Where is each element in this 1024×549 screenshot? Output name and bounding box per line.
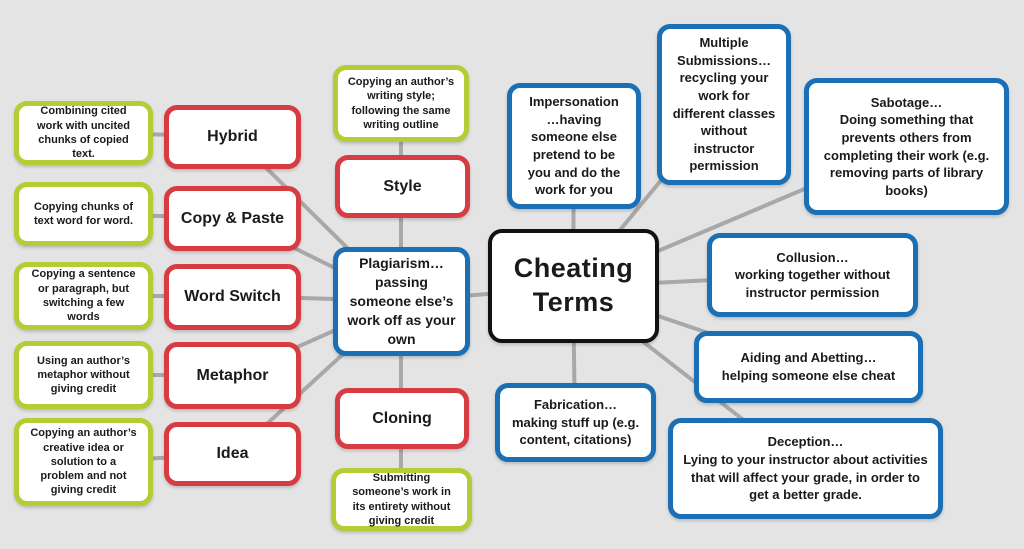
node-cheating-terms: Cheating Terms [488, 229, 659, 343]
term-style: Style [335, 155, 470, 218]
term-copy-paste: Copy & Paste [164, 186, 301, 251]
description-word-switch: Copying a sentence or paragraph, but swi… [14, 262, 153, 330]
node-aiding-and-abetting: Aiding and Abetting… helping someone els… [694, 331, 923, 403]
node-sabotage: Sabotage… Doing something that prevents … [804, 78, 1009, 215]
term-word-switch: Word Switch [164, 264, 301, 330]
term-idea: Idea [164, 422, 301, 486]
description-metaphor: Using an author’s metaphor without givin… [14, 341, 153, 409]
node-collusion: Collusion… working together without inst… [707, 233, 918, 317]
description-style: Copying an author’s writing style; follo… [333, 65, 469, 142]
description-cloning: Submitting someone’s work in its entiret… [331, 468, 472, 531]
term-hybrid: Hybrid [164, 105, 301, 169]
node-deception: Deception… Lying to your instructor abou… [668, 418, 943, 519]
term-metaphor: Metaphor [164, 342, 301, 409]
description-copy-paste: Copying chunks of text word for word. [14, 182, 153, 246]
node-multiple-submissions: Multiple Submissions… recycling your wor… [657, 24, 791, 185]
node-plagiarism: Plagiarism… passing someone else’s work … [333, 247, 470, 356]
term-cloning: Cloning [335, 388, 469, 449]
node-fabrication: Fabrication… making stuff up (e.g. conte… [495, 383, 656, 462]
description-hybrid: Combining cited work with uncited chunks… [14, 101, 153, 165]
node-impersonation: Impersonation …having someone else prete… [507, 83, 641, 209]
description-idea: Copying an author’s creative idea or sol… [14, 418, 153, 506]
